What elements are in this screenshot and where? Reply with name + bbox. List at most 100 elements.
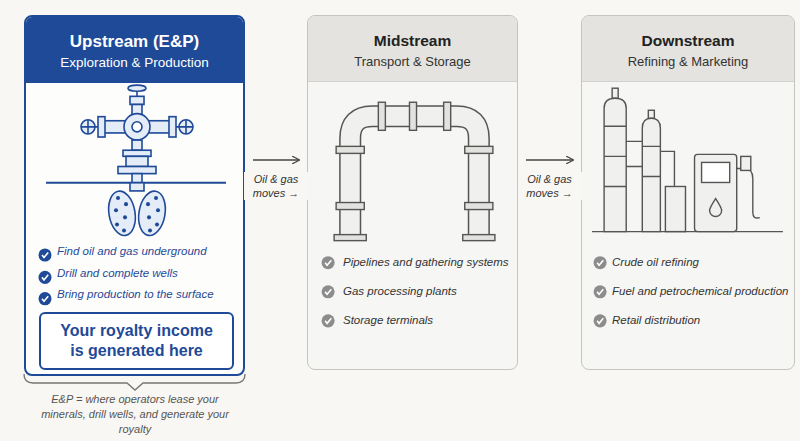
wellhead-symbol bbox=[104, 121, 170, 133]
drill-bit-symbol bbox=[156, 208, 160, 212]
check-icon bbox=[39, 271, 52, 284]
wellhead-symbol bbox=[176, 126, 179, 128]
wellhead-symbol bbox=[132, 174, 142, 183]
flow-arrow bbox=[526, 159, 573, 160]
refinery-symbol bbox=[592, 231, 783, 232]
check-icon bbox=[594, 285, 607, 298]
fuel-pump-symbol bbox=[695, 154, 737, 231]
refinery-symbol bbox=[604, 186, 626, 187]
drill-bit-symbol bbox=[114, 196, 160, 233]
refinery-symbol bbox=[648, 110, 654, 118]
pipeline-symbol bbox=[463, 235, 495, 241]
check-icon bbox=[322, 314, 335, 327]
check-item: Bring production to the surface bbox=[57, 286, 241, 302]
stage-panel: Upstream (E&P)Exploration & ProductionFi… bbox=[24, 15, 245, 376]
refinery-symbol bbox=[612, 88, 618, 98]
check-icon bbox=[322, 285, 335, 298]
wellhead-symbol bbox=[136, 91, 138, 96]
check-icon bbox=[39, 248, 52, 261]
check-item: Storage terminals bbox=[343, 312, 513, 328]
pipeline-symbol bbox=[378, 102, 385, 130]
refinery-symbol bbox=[626, 141, 674, 186]
wellhead-symbol bbox=[124, 114, 150, 140]
check-item: Find oil and gas underground bbox=[57, 243, 241, 259]
wellhead-symbol bbox=[95, 126, 98, 128]
stage-panel: DownstreamRefining & MarketingCrude oil … bbox=[581, 15, 795, 370]
wellhead-symbol bbox=[132, 104, 142, 116]
drill-bit-symbol bbox=[115, 222, 119, 226]
check-icon bbox=[594, 256, 607, 269]
check-icon bbox=[322, 256, 335, 269]
check-icon bbox=[597, 318, 603, 323]
brace-bracket bbox=[24, 374, 245, 390]
check-icon bbox=[39, 248, 52, 305]
drill-bit-symbol bbox=[135, 189, 168, 238]
pipeline-symbol bbox=[350, 116, 479, 236]
pipeline-symbol bbox=[350, 116, 479, 236]
drill-bit-symbol bbox=[114, 208, 118, 212]
wellhead-symbol bbox=[130, 96, 144, 104]
drill-bit-symbol bbox=[122, 229, 126, 233]
refinery-symbol bbox=[604, 156, 626, 157]
note-label: E&P = where operators lease your mineral… bbox=[35, 392, 235, 437]
drill-bit-symbol bbox=[148, 229, 152, 233]
check-item: Crude oil refining bbox=[612, 254, 790, 270]
check-icon bbox=[594, 314, 607, 327]
check-icon bbox=[594, 256, 607, 327]
fuel-pump-symbol bbox=[710, 199, 722, 217]
refinery-symbol bbox=[604, 126, 626, 127]
callout-text: Your royalty income is generated here bbox=[57, 321, 216, 361]
wellhead-symbol bbox=[81, 120, 95, 134]
drill-bit-symbol bbox=[154, 196, 158, 200]
fuel-pump-symbol bbox=[741, 156, 751, 170]
wellhead-symbol bbox=[128, 85, 146, 91]
pipeline-symbol bbox=[334, 102, 495, 240]
wellhead-symbol bbox=[132, 140, 142, 150]
wellhead-symbol bbox=[87, 120, 89, 134]
check-icon bbox=[325, 260, 331, 265]
wellhead-symbol bbox=[81, 126, 95, 128]
check-item: Fuel and petrochemical production bbox=[612, 283, 790, 299]
drill-bit-symbol bbox=[146, 202, 150, 206]
check-icon bbox=[597, 289, 603, 294]
wellhead-symbol bbox=[123, 150, 151, 156]
wellhead-symbol bbox=[81, 85, 193, 183]
pipeline-symbol bbox=[336, 203, 364, 210]
pipeline-symbol bbox=[444, 102, 451, 130]
wellhead-symbol bbox=[185, 120, 187, 134]
edge-label: Oil & gas moves → bbox=[518, 172, 582, 200]
panel-title: Midstream bbox=[308, 30, 517, 52]
panel-subtitle: Refining & Marketing bbox=[582, 53, 794, 71]
check-icon bbox=[322, 256, 335, 327]
panel-subtitle: Exploration & Production bbox=[26, 54, 243, 72]
drill-bit-symbol bbox=[124, 202, 128, 206]
fuel-pump-symbol bbox=[695, 154, 760, 231]
flow-arrow bbox=[253, 159, 299, 160]
drill-bit-symbol bbox=[123, 215, 127, 219]
check-icon bbox=[42, 296, 48, 301]
check-icon bbox=[325, 318, 331, 323]
ground-line bbox=[46, 182, 226, 184]
wellhead-symbol bbox=[132, 122, 142, 132]
pipeline-symbol bbox=[465, 203, 493, 210]
refinery-symbol bbox=[665, 186, 685, 231]
wellhead-symbol bbox=[179, 126, 193, 128]
pipeline-symbol bbox=[334, 235, 366, 241]
panel-title: Downstream bbox=[582, 30, 794, 52]
check-icon bbox=[597, 260, 603, 265]
panel-subtitle: Transport & Storage bbox=[308, 53, 517, 71]
check-item: Drill and complete wells bbox=[57, 265, 241, 281]
wellhead-symbol bbox=[169, 117, 176, 137]
panel-title: Upstream (E&P) bbox=[26, 31, 243, 53]
pipeline-symbol bbox=[465, 146, 493, 153]
pipeline-symbol bbox=[336, 146, 364, 153]
check-icon bbox=[39, 292, 52, 305]
check-icon bbox=[42, 252, 48, 257]
fuel-pump-symbol bbox=[737, 168, 760, 218]
wellhead-symbol bbox=[126, 156, 148, 166]
drill-bit-symbol bbox=[155, 222, 159, 226]
refinery-symbol bbox=[592, 88, 783, 231]
check-item: Pipelines and gathering systems bbox=[343, 254, 513, 270]
check-item: Gas processing plants bbox=[343, 283, 513, 299]
edge-label: Oil & gas moves → bbox=[244, 172, 308, 200]
